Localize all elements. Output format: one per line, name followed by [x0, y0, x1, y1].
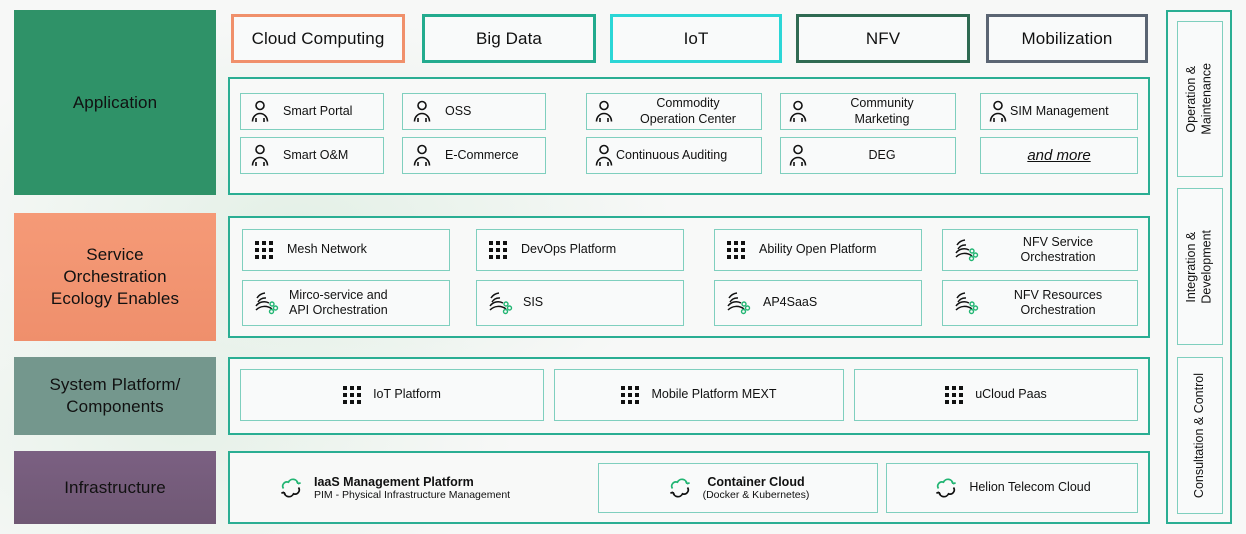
sys-item-label: IoT Platform — [373, 387, 441, 402]
person-icon — [987, 100, 1009, 124]
infra-item-helion-telecom-cloud[interactable]: Helion Telecom Cloud — [886, 463, 1138, 513]
app-item-deg[interactable]: DEG — [780, 137, 956, 174]
svc-item-label: DevOps Platform — [521, 242, 617, 257]
app-item-e-commerce[interactable]: E-Commerce — [402, 137, 546, 174]
grid-dots-icon — [489, 241, 507, 259]
person-icon — [249, 100, 271, 124]
app-item-label: OSS — [445, 103, 472, 118]
app-item-commodity-operation-center[interactable]: Commodity Operation Center — [586, 93, 762, 130]
app-item-and-more[interactable]: and more — [980, 137, 1138, 174]
svc-item-label: Mesh Network — [287, 242, 367, 257]
cloud-icon — [667, 477, 693, 499]
infra-item-subtitle: PIM - Physical Infrastructure Management — [314, 489, 511, 501]
category-mobilization[interactable]: Mobilization — [986, 14, 1148, 63]
infra-item-container-cloud[interactable]: Container Cloud (Docker & Kubernetes) — [598, 463, 878, 513]
grid-dots-icon — [343, 386, 362, 404]
person-icon — [593, 100, 615, 124]
svc-item-sis[interactable]: SIS — [476, 280, 684, 326]
sidebar-item-consultation-control[interactable]: Consultation & Control — [1177, 357, 1223, 514]
app-item-label: E-Commerce — [445, 147, 519, 162]
svc-item-nfv-resources-orchestration[interactable]: NFV Resources Orchestration — [942, 280, 1138, 326]
app-item-label: Smart Portal — [283, 103, 353, 118]
app-item-label: Commodity Operation Center — [640, 96, 736, 126]
app-item-oss[interactable]: OSS — [402, 93, 546, 130]
infrastructure-panel: IaaS Management Platform PIM - Physical … — [228, 451, 1150, 524]
app-item-continuous-auditing[interactable]: Continuous Auditing — [586, 137, 762, 174]
system-platform-panel: IoT Platform Mobile Platform MEXT uCloud… — [228, 357, 1150, 435]
svc-item-mirco-service-api-orchestration[interactable]: Mirco-service and API Orchestration — [242, 280, 450, 326]
cloud-icon — [933, 477, 959, 499]
layer-label-system-platform: System Platform/ Components — [14, 357, 216, 435]
infra-item-text: Container Cloud (Docker & Kubernetes) — [703, 475, 810, 501]
grid-dots-icon — [727, 241, 745, 259]
sys-item-mobile-platform-mext[interactable]: Mobile Platform MEXT — [554, 369, 844, 421]
infra-item-subtitle: (Docker & Kubernetes) — [702, 489, 810, 501]
grid-dots-icon — [255, 241, 273, 259]
app-item-sim-management[interactable]: SIM Management — [980, 93, 1138, 130]
category-iot[interactable]: IoT — [610, 14, 782, 63]
person-icon — [787, 144, 809, 168]
app-item-smart-om[interactable]: Smart O&M — [240, 137, 384, 174]
orchestration-icon — [253, 291, 279, 315]
sidebar-item-label: Consultation & Control — [1192, 372, 1207, 499]
sidebar-item-label: Operation & Maintenance — [1184, 63, 1214, 135]
sidebar-item-integration-development[interactable]: Integration & Development — [1177, 188, 1223, 345]
app-item-label: and more — [1027, 147, 1091, 164]
application-panel: Smart Portal OSS Commodity Operation Cen… — [228, 77, 1150, 195]
cross-cutting-sidebar: Operation & Maintenance Integration & De… — [1166, 10, 1232, 524]
app-item-label: Community Marketing — [850, 96, 914, 126]
category-nfv[interactable]: NFV — [796, 14, 970, 63]
app-item-smart-portal[interactable]: Smart Portal — [240, 93, 384, 130]
person-icon — [411, 100, 433, 124]
svc-item-label: Mirco-service and API Orchestration — [289, 287, 388, 317]
person-icon — [787, 100, 809, 124]
infra-item-title: Container Cloud — [707, 475, 805, 489]
app-item-label: SIM Management — [1010, 103, 1109, 118]
sys-item-iot-platform[interactable]: IoT Platform — [240, 369, 544, 421]
grid-dots-icon — [621, 386, 640, 404]
sidebar-item-label: Integration & Development — [1184, 229, 1214, 304]
category-cloud-computing[interactable]: Cloud Computing — [231, 14, 405, 63]
app-item-label: Smart O&M — [283, 147, 349, 162]
app-item-community-marketing[interactable]: Community Marketing — [780, 93, 956, 130]
sys-item-label: Mobile Platform MEXT — [651, 387, 777, 402]
grid-dots-icon — [945, 386, 964, 404]
orchestration-icon — [725, 291, 751, 315]
person-icon — [593, 144, 615, 168]
infra-item-title: IaaS Management Platform — [314, 475, 474, 489]
svc-item-mesh-network[interactable]: Mesh Network — [242, 229, 450, 271]
sys-item-ucloud-paas[interactable]: uCloud Paas — [854, 369, 1138, 421]
svc-item-label: AP4SaaS — [763, 295, 818, 310]
orchestration-icon — [487, 291, 513, 315]
svc-item-ability-open-platform[interactable]: Ability Open Platform — [714, 229, 922, 271]
infra-item-text: IaaS Management Platform PIM - Physical … — [314, 475, 510, 501]
orchestration-icon — [953, 238, 979, 262]
cloud-icon — [278, 477, 304, 499]
layer-label-service-orchestration: Service Orchestration Ecology Enables — [14, 213, 216, 341]
svc-item-ap4saas[interactable]: AP4SaaS — [714, 280, 922, 326]
person-icon — [411, 144, 433, 168]
svc-item-label: SIS — [523, 295, 544, 310]
category-big-data[interactable]: Big Data — [422, 14, 596, 63]
app-item-label: DEG — [868, 147, 896, 162]
svc-item-label: Ability Open Platform — [759, 242, 877, 257]
layer-label-application: Application — [14, 10, 216, 195]
layer-label-infrastructure: Infrastructure — [14, 451, 216, 524]
infra-item-title: Helion Telecom Cloud — [969, 480, 1091, 495]
svc-item-nfv-service-orchestration[interactable]: NFV Service Orchestration — [942, 229, 1138, 271]
infra-item-iaas-management-platform[interactable]: IaaS Management Platform PIM - Physical … — [278, 463, 618, 513]
orchestration-icon — [953, 291, 979, 315]
sidebar-item-operation-maintenance[interactable]: Operation & Maintenance — [1177, 21, 1223, 177]
svc-item-devops-platform[interactable]: DevOps Platform — [476, 229, 684, 271]
app-item-label: Continuous Auditing — [616, 147, 728, 162]
svc-item-label: NFV Resources Orchestration — [1013, 287, 1103, 317]
service-orchestration-panel: Mesh Network DevOps Platform Ability Ope… — [228, 216, 1150, 338]
person-icon — [249, 144, 271, 168]
sys-item-label: uCloud Paas — [975, 387, 1047, 402]
svc-item-label: NFV Service Orchestration — [1020, 234, 1096, 264]
